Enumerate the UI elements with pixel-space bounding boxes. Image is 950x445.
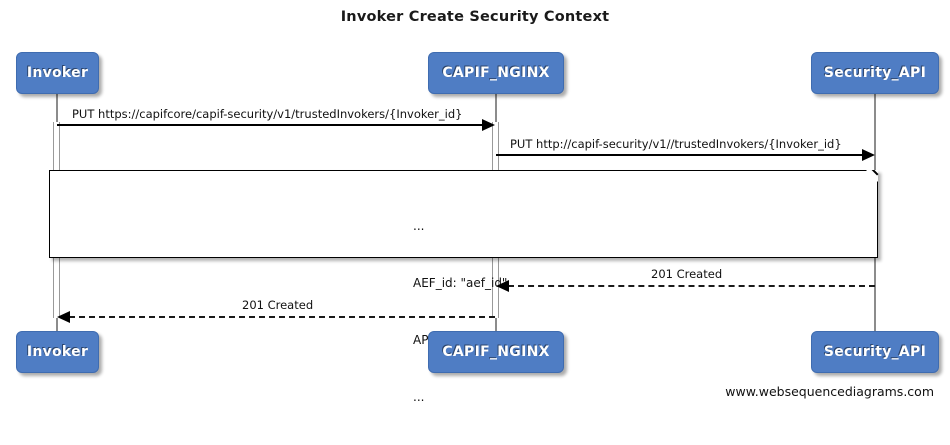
participant-capif-nginx-top[interactable]: CAPIF_NGINX bbox=[428, 52, 564, 94]
note-line-4: ... bbox=[413, 390, 425, 404]
message-4-arrowhead-icon bbox=[57, 311, 70, 323]
sequence-diagram-canvas: Invoker Create Security Context Invoker … bbox=[0, 0, 950, 409]
message-3-line bbox=[508, 285, 875, 287]
participant-label: Invoker bbox=[26, 344, 89, 360]
participant-label: Security_API bbox=[823, 65, 927, 81]
note-line-2: AEF_id: "aef_id" bbox=[413, 276, 508, 290]
message-3-arrowhead-icon bbox=[496, 280, 509, 292]
note-line-1: ... bbox=[413, 219, 425, 233]
message-4-label: 201 Created bbox=[242, 298, 314, 312]
participant-invoker-bottom[interactable]: Invoker bbox=[16, 331, 99, 373]
payload-note: ... AEF_id: "aef_id" API_id: "api_id" ..… bbox=[49, 170, 879, 404]
participant-capif-nginx-bottom[interactable]: CAPIF_NGINX bbox=[428, 331, 564, 373]
footer-credit: www.websequencediagrams.com bbox=[725, 384, 934, 399]
message-4-line bbox=[69, 316, 495, 318]
participant-label: Security_API bbox=[823, 344, 927, 360]
note-content: ... AEF_id: "aef_id" API_id: "api_id" ..… bbox=[413, 179, 507, 445]
participant-label: Invoker bbox=[26, 65, 89, 81]
participant-label: CAPIF_NGINX bbox=[442, 65, 550, 81]
diagram-title: Invoker Create Security Context bbox=[340, 9, 610, 25]
message-2-line bbox=[496, 154, 863, 156]
message-1-label: PUT https://capifcore/capif-security/v1/… bbox=[72, 107, 463, 121]
participant-invoker-top[interactable]: Invoker bbox=[16, 52, 99, 94]
participant-label: CAPIF_NGINX bbox=[442, 344, 550, 360]
message-3-label: 201 Created bbox=[651, 267, 723, 281]
message-1-arrowhead-icon bbox=[482, 119, 495, 131]
note-fold-edge-icon bbox=[862, 170, 879, 187]
participant-security-api-bottom[interactable]: Security_API bbox=[811, 331, 939, 373]
message-2-arrowhead-icon bbox=[862, 149, 875, 161]
participant-security-api-top[interactable]: Security_API bbox=[811, 52, 939, 94]
message-1-line bbox=[57, 124, 483, 126]
message-2-label: PUT http://capif-security/v1//trustedInv… bbox=[510, 137, 842, 151]
